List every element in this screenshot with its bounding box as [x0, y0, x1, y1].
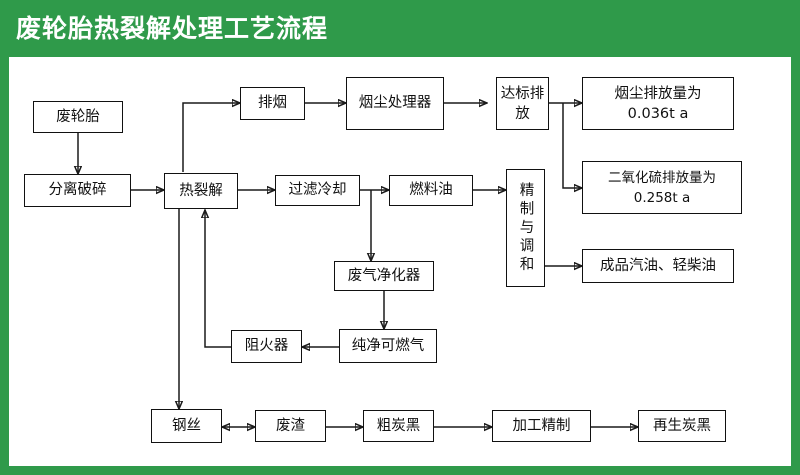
node-steel-wire[interactable]: 钢丝: [151, 409, 222, 443]
node-exhaust-smoke[interactable]: 排烟: [240, 87, 305, 120]
node-waste-residue[interactable]: 废渣: [255, 410, 326, 442]
edge-discharge-to-so2-emission: [562, 103, 582, 188]
node-exhaust-purifier[interactable]: 废气净化器: [334, 261, 434, 291]
node-so2-emission[interactable]: 二氧化硫排放量为 0.258t a: [582, 161, 742, 214]
node-dust-emission-line1: 烟尘排放量为: [614, 85, 702, 102]
node-compliant-discharge[interactable]: 达标排放: [496, 77, 549, 130]
node-processing-refining[interactable]: 加工精制: [492, 410, 591, 442]
node-compliant-discharge-line1: 达标排放: [500, 85, 545, 122]
node-crude-carbon-black[interactable]: 粗炭黑: [363, 410, 434, 442]
node-fuel-oil[interactable]: 燃料油: [389, 175, 473, 206]
title-bar: 废轮胎热裂解处理工艺流程: [0, 0, 800, 56]
node-pyrolysis[interactable]: 热裂解: [164, 173, 238, 209]
node-recycled-carbon-black[interactable]: 再生炭黑: [638, 410, 726, 442]
node-so2-emission-line1: 二氧化硫排放量为: [608, 169, 716, 186]
edge-arrester-to-pyrolysis: [205, 210, 231, 348]
node-flame-arrester[interactable]: 阻火器: [231, 330, 302, 363]
node-dust-emission-line2: 0.036t a: [627, 105, 689, 122]
node-clean-combustible-gas[interactable]: 纯净可燃气: [339, 329, 437, 363]
node-so2-emission-line2: 0.258t a: [633, 189, 691, 206]
node-refine-blend[interactable]: 精制与调和: [506, 169, 545, 287]
flowchart-canvas: 废轮胎 分离破碎 热裂解 排烟 烟尘处理器 达标排放 烟尘排放量为 0.036t…: [9, 57, 791, 466]
node-waste-tire[interactable]: 废轮胎: [33, 101, 123, 133]
node-finished-oil[interactable]: 成品汽油、轻柴油: [582, 249, 734, 283]
page-title: 废轮胎热裂解处理工艺流程: [16, 14, 329, 43]
node-separation-crushing[interactable]: 分离破碎: [24, 174, 131, 207]
node-dust-emission[interactable]: 烟尘排放量为 0.036t a: [582, 77, 734, 130]
node-dust-processor[interactable]: 烟尘处理器: [346, 77, 444, 130]
node-filter-cooling[interactable]: 过滤冷却: [275, 175, 360, 206]
edge-pyrolysis-to-smoke: [182, 103, 240, 172]
